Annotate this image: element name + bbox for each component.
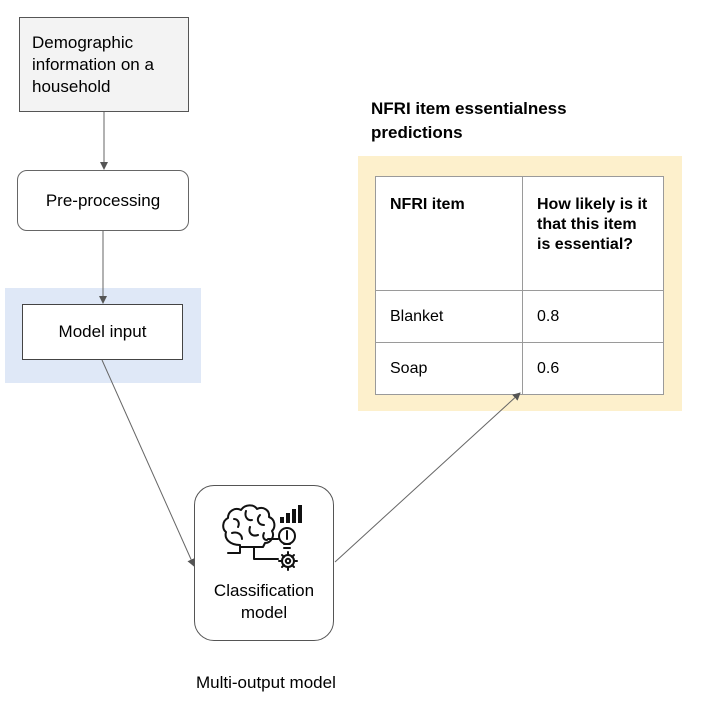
- predictions-title: NFRI item essentialness predictions: [371, 99, 567, 142]
- arrow-input-to-model: [101, 359, 195, 567]
- cell-item: Soap: [375, 342, 523, 395]
- model-input-label: Model input: [58, 322, 147, 341]
- table-row: Blanket 0.8: [375, 290, 664, 343]
- brain-ai-icon: [222, 504, 302, 571]
- arrow-model-to-table: [334, 392, 521, 563]
- header-likelihood: How likely is it that this item is essen…: [522, 176, 664, 291]
- classification-model-label: Classification model: [213, 581, 315, 622]
- multi-output-label: Multi-output model: [196, 673, 336, 692]
- table-row: Soap 0.6: [375, 342, 664, 395]
- cell-item: Blanket: [375, 290, 523, 343]
- preprocessing-label: Pre-processing: [45, 190, 161, 210]
- preprocessing-node: Pre-processing: [17, 170, 189, 231]
- demographic-info-label: Demographic information on a household: [32, 32, 154, 96]
- model-input-node: Model input: [22, 304, 183, 360]
- demographic-info-node: Demographic information on a household: [19, 17, 189, 112]
- header-nfri-item: NFRI item: [375, 176, 523, 291]
- table-header-row: NFRI item How likely is it that this ite…: [375, 176, 664, 291]
- cell-likelihood: 0.8: [522, 290, 664, 343]
- cell-likelihood: 0.6: [522, 342, 664, 395]
- predictions-table: NFRI item How likely is it that this ite…: [375, 176, 664, 395]
